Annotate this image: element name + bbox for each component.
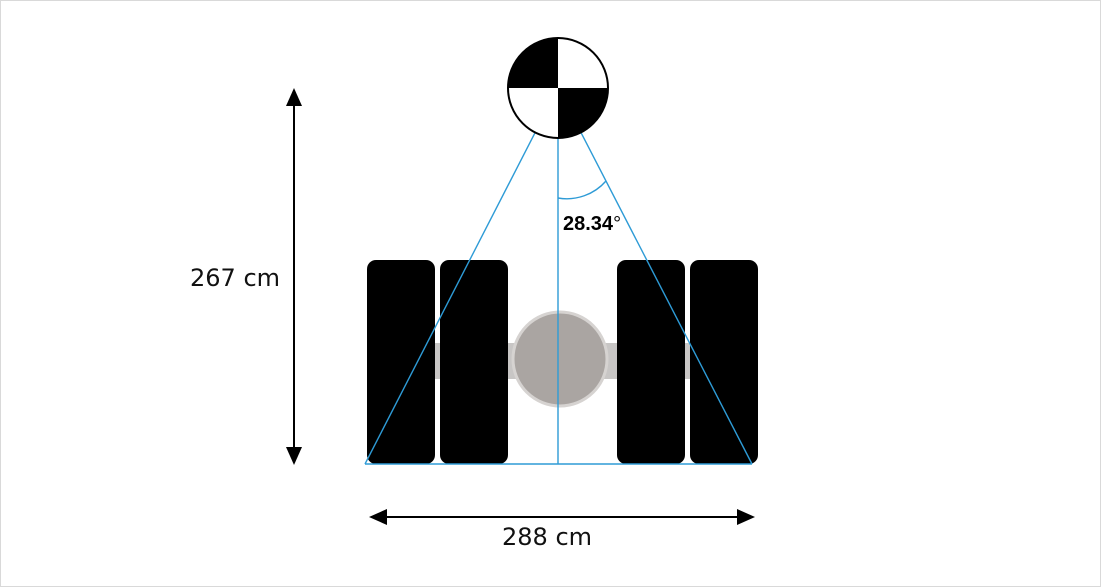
width-label: 288 cm — [502, 523, 592, 551]
tire-right-outer — [690, 260, 758, 464]
tire-left-inner — [440, 260, 508, 464]
height-label: 267 cm — [190, 264, 280, 292]
hub-circle — [511, 310, 609, 408]
sight-line-right — [557, 87, 753, 465]
height-dimension-arrow — [286, 88, 302, 465]
calibration-target-icon — [507, 37, 609, 139]
width-dimension-arrow — [369, 509, 755, 525]
angle-arc — [557, 180, 607, 200]
tire-left-outer — [367, 260, 435, 464]
angle-unit: ° — [613, 213, 621, 235]
tire-right-inner — [617, 260, 685, 464]
sight-lines — [364, 87, 753, 465]
angle-value: 28.34 — [563, 213, 614, 235]
angle-label: 28.34° — [563, 213, 621, 235]
sight-line-left — [364, 87, 559, 465]
